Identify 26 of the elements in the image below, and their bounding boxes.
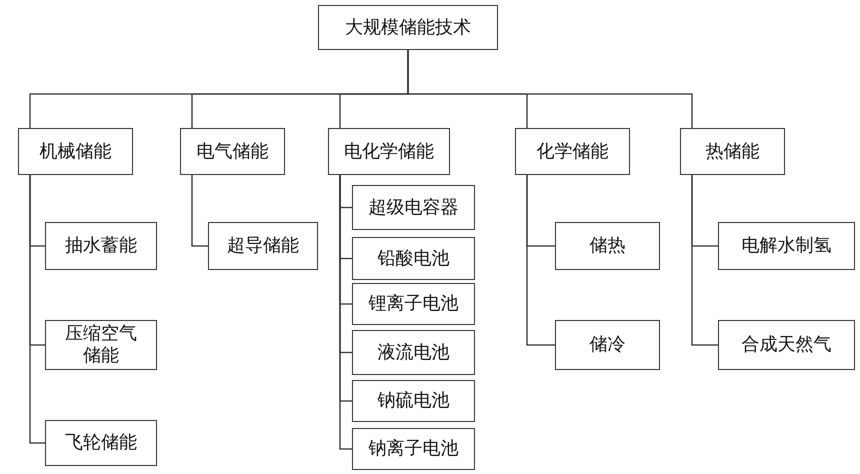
category-box: 液流电池 bbox=[352, 330, 475, 375]
connector-line bbox=[526, 175, 555, 346]
root-box: 大规模储能技术 bbox=[318, 5, 498, 50]
connector-line bbox=[691, 175, 718, 346]
connector-line bbox=[339, 175, 352, 450]
category-box: 电解水制氢 bbox=[718, 222, 855, 270]
category-box: 压缩空气储能 bbox=[45, 320, 157, 370]
connector-line bbox=[191, 175, 208, 247]
category-box: 超级电容器 bbox=[352, 185, 475, 230]
category-box: 钠硫电池 bbox=[352, 380, 475, 422]
category-box: 电化学储能 bbox=[328, 128, 450, 175]
category-box: 电气储能 bbox=[180, 128, 285, 175]
category-box: 锂离子电池 bbox=[352, 283, 475, 325]
category-box: 热储能 bbox=[680, 128, 785, 175]
category-box: 超导储能 bbox=[208, 222, 318, 270]
category-box: 合成天然气 bbox=[718, 320, 855, 370]
category-box: 抽水蓄能 bbox=[45, 222, 157, 270]
category-box: 铅酸电池 bbox=[352, 237, 475, 280]
connector-line bbox=[407, 50, 693, 128]
category-box: 飞轮储能 bbox=[45, 420, 157, 466]
category-box: 储冷 bbox=[555, 320, 660, 370]
connector-line bbox=[29, 175, 45, 444]
category-box: 钠离子电池 bbox=[352, 428, 475, 470]
category-box: 化学储能 bbox=[515, 128, 630, 175]
category-box: 储热 bbox=[555, 222, 660, 270]
category-box: 机械储能 bbox=[18, 128, 133, 175]
